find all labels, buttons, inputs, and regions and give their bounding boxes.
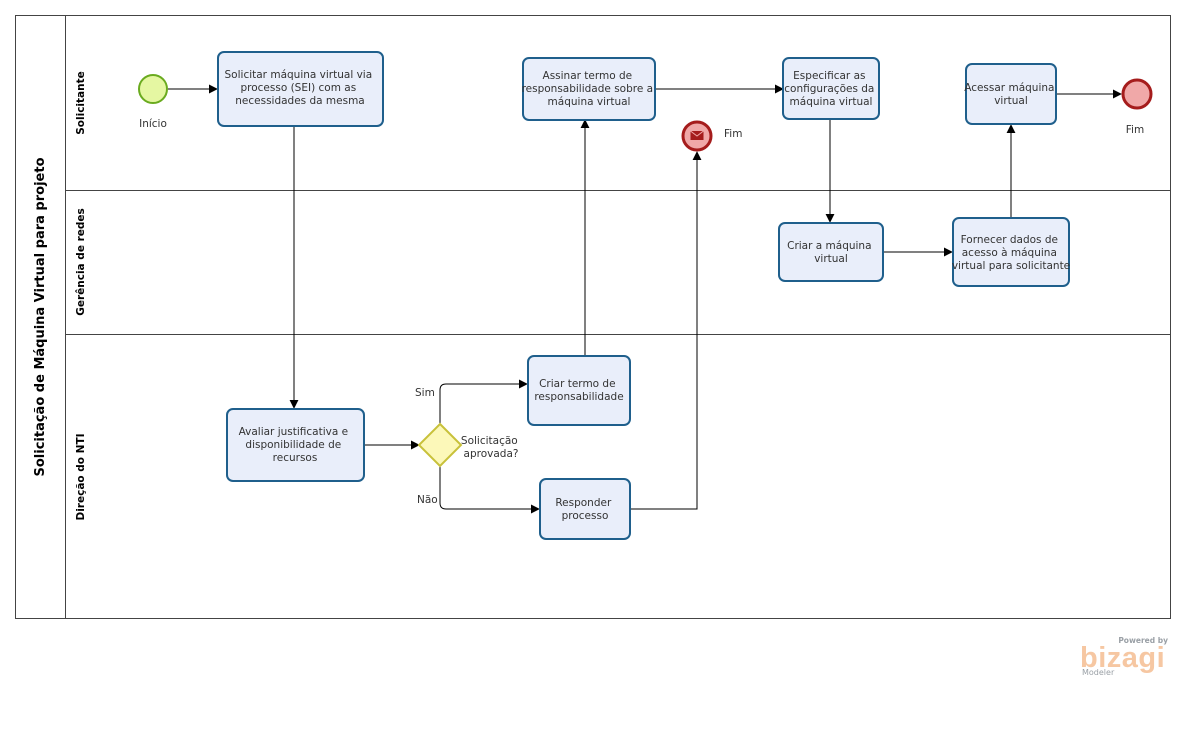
- svg-text:Fornecer dados de acesso: Fornecer dados de acesso à máquina virtu…: [952, 234, 1070, 272]
- svg-text:Acessar máquina virtual: Acessar máquina virtual: [964, 82, 1058, 107]
- task-text-line: acesso à máquina: [962, 247, 1057, 259]
- svg-text:Solicitar máquina virtual via: Solicitar máquina virtual via processo (…: [225, 69, 376, 107]
- svg-text:Avaliar justificativa e: Avaliar justificativa e disponibilidade …: [239, 426, 352, 464]
- lane-label-direcao: Direção do NTI: [75, 433, 87, 520]
- task-text-line: virtual: [994, 95, 1028, 107]
- exclusive-gateway[interactable]: [417, 422, 463, 468]
- task-text-line: Criar a máquina: [787, 240, 871, 252]
- gateway-label-line: Solicitação: [461, 435, 518, 447]
- task-text-line: responsabilidade sobre a: [522, 83, 654, 95]
- pool-title: Solicitação de Máquina Virtual para proj…: [33, 157, 48, 476]
- gateway-label: Solicitação aprovada?: [461, 435, 521, 460]
- end-event-label: Fim: [1126, 124, 1144, 136]
- gateway-yes-label: Sim: [415, 387, 435, 399]
- task-text-line: máquina virtual: [548, 96, 631, 108]
- brand-sub-text: Modeler: [1082, 668, 1115, 677]
- task-especificar-config[interactable]: Especificar as configurações da máquina …: [782, 57, 880, 120]
- end-message-event-label: Fim: [724, 128, 742, 140]
- task-text-line: Avaliar justificativa e: [239, 426, 349, 438]
- task-text-line: Especificar as: [793, 70, 865, 82]
- task-text-line: processo: [562, 510, 609, 522]
- svg-text:Criar a máquina virtual: Criar a máquina virtual: [787, 240, 875, 265]
- task-text-line: disponibilidade de: [245, 439, 341, 451]
- task-criar-maquina[interactable]: Criar a máquina virtual: [778, 222, 884, 282]
- task-text-line: máquina virtual: [790, 96, 873, 108]
- task-text-line: virtual: [814, 253, 848, 265]
- flow-gateway-no: [439, 466, 540, 514]
- task-avaliar-justificativa[interactable]: Avaliar justificativa e disponibilidade …: [226, 408, 365, 482]
- task-text-line: Assinar termo de: [543, 70, 633, 82]
- svg-text:Criar termo de responsab: Criar termo de responsabilidade: [534, 378, 623, 403]
- brand-powered-text: Powered by: [1118, 636, 1168, 645]
- lane-label-gerencia: Gerência de redes: [75, 208, 87, 316]
- svg-text:Assinar termo de respons: Assinar termo de responsabilidade sobre …: [522, 70, 657, 108]
- task-text-line: recursos: [273, 452, 318, 464]
- brand-name-text: bizagi: [1080, 642, 1166, 674]
- task-fornecer-dados[interactable]: Fornecer dados de acesso à máquina virtu…: [952, 217, 1070, 287]
- task-text-line: responsabilidade: [534, 391, 623, 403]
- task-text-line: Fornecer dados de: [961, 234, 1058, 246]
- task-text-line: processo (SEI) com as: [240, 82, 356, 94]
- sequence-flows: [168, 84, 1122, 514]
- task-text-line: Responder: [555, 497, 612, 509]
- svg-text:Responder processo: Responder processo: [555, 497, 614, 522]
- task-criar-termo[interactable]: Criar termo de responsabilidade: [527, 355, 631, 426]
- lane-label-solicitante: Solicitante: [75, 71, 87, 135]
- flow-t9-to-end: [630, 151, 702, 510]
- start-event-label: Início: [139, 118, 167, 130]
- gateway-label-line: aprovada?: [464, 448, 519, 460]
- bizagi-logo: Powered by bizagi Modeler: [1080, 636, 1168, 680]
- task-text-line: Acessar máquina: [964, 82, 1054, 94]
- task-acessar-maquina[interactable]: Acessar máquina virtual: [964, 63, 1058, 125]
- start-event[interactable]: [138, 74, 168, 104]
- end-event[interactable]: [1121, 78, 1153, 110]
- task-text-line: configurações da: [784, 83, 874, 95]
- end-message-event[interactable]: [681, 120, 713, 152]
- gateway-no-label: Não: [417, 494, 438, 506]
- task-solicitar-maquina[interactable]: Solicitar máquina virtual via processo (…: [217, 51, 384, 127]
- task-assinar-termo[interactable]: Assinar termo de responsabilidade sobre …: [522, 57, 657, 121]
- task-responder-processo[interactable]: Responder processo: [539, 478, 631, 540]
- task-text-line: Criar termo de: [539, 378, 615, 390]
- flow-gateway-yes: [439, 379, 528, 424]
- task-text-line: virtual para solicitante: [952, 260, 1070, 272]
- task-text-line: Solicitar máquina virtual via: [225, 69, 373, 81]
- svg-text:Especificar as configura: Especificar as configurações da máquina …: [784, 70, 877, 108]
- task-text-line: necessidades da mesma: [235, 95, 365, 107]
